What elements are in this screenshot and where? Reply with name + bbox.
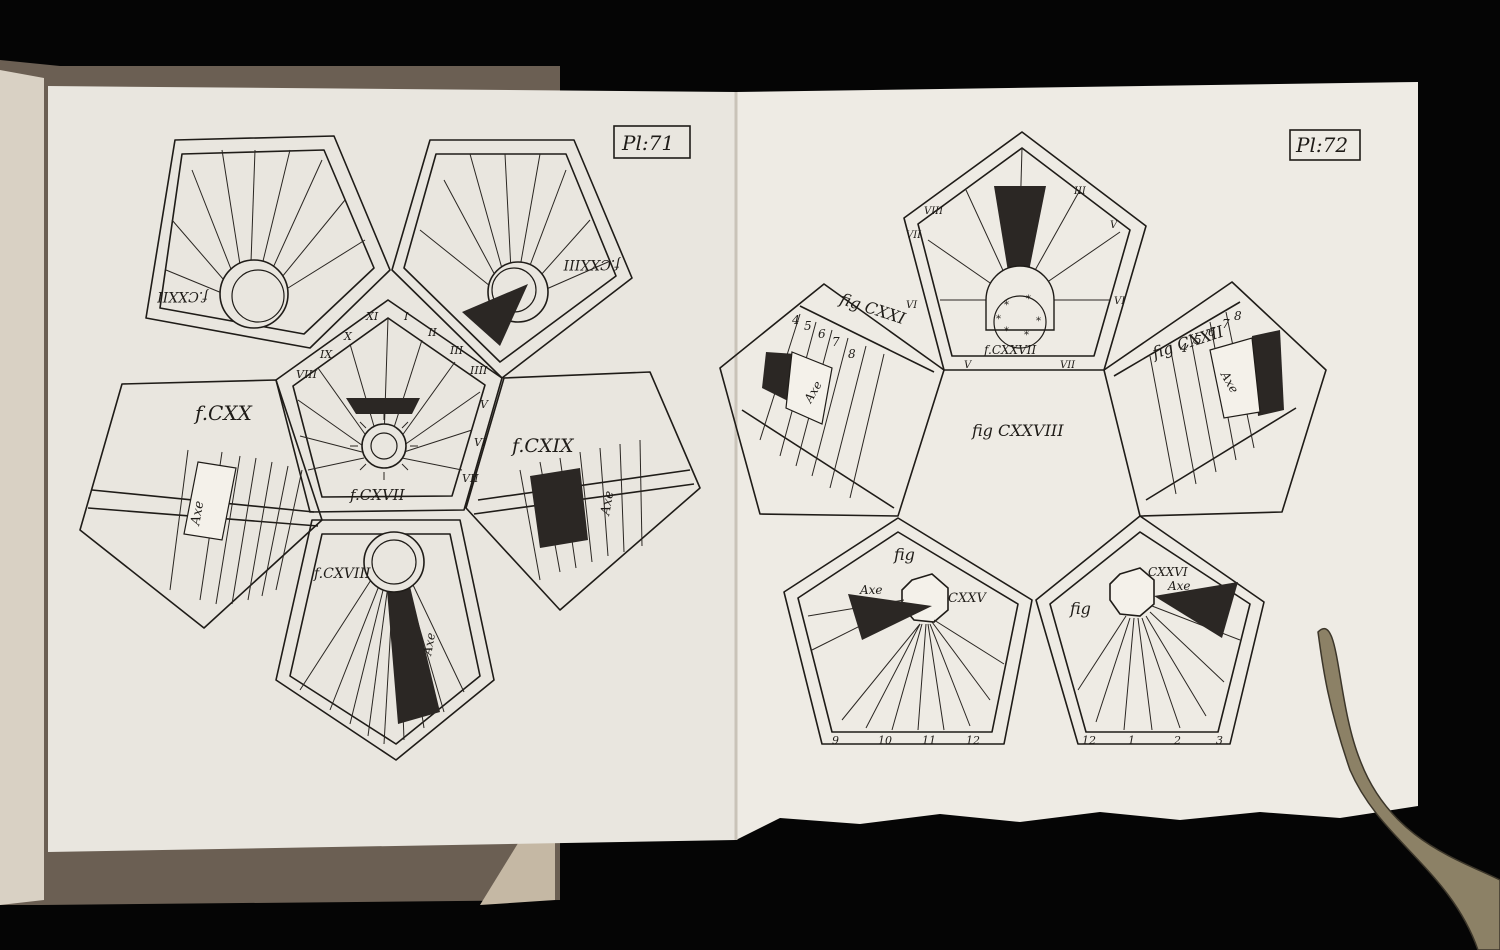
figure-cxxv-label-fig: fig bbox=[893, 545, 915, 564]
numeral: 4 bbox=[791, 313, 800, 327]
figure-cxx-dial: f.CXX Axe bbox=[79, 379, 323, 629]
numeral: 9 bbox=[832, 734, 839, 747]
svg-text:*: * bbox=[1004, 326, 1009, 337]
figure-cxxvi-axis: Axe bbox=[1167, 579, 1191, 593]
figure-cxxiii-dial: f.CXXIII bbox=[391, 139, 633, 379]
figure-cxxii-top-label: f.CXXII bbox=[157, 288, 209, 304]
lower-page-stack bbox=[480, 840, 555, 905]
numeral: V bbox=[480, 398, 489, 411]
numeral: IX bbox=[319, 348, 333, 361]
numeral: VII bbox=[906, 230, 922, 241]
figure-cxix-dial: f.CXIX Axe bbox=[465, 371, 701, 611]
figure-cxx-axis: Axe bbox=[188, 499, 207, 527]
figure-cxxvii-dial: *** *** f.CXXVII VIII VII VI V III V VI … bbox=[903, 131, 1147, 371]
numeral: VIII bbox=[296, 368, 318, 381]
numeral: 10 bbox=[878, 734, 892, 747]
numeral: V bbox=[964, 360, 973, 371]
plate-label-left: Pl:71 bbox=[621, 131, 674, 155]
numeral: VI bbox=[474, 436, 487, 449]
page-holder-weight bbox=[1317, 628, 1500, 950]
numeral: 8 bbox=[1234, 309, 1242, 323]
plate-label-right-box bbox=[1289, 129, 1361, 161]
figure-cxviii-dial: f.CXVIII Axe bbox=[275, 519, 495, 761]
numeral: IIII bbox=[469, 364, 488, 377]
figure-cxvii-label: f.CXVII bbox=[349, 486, 406, 504]
figure-cxxviii-label: fig CXXVIII bbox=[971, 421, 1064, 440]
numeral: 1 bbox=[1128, 734, 1135, 747]
numeral: 6 bbox=[818, 327, 826, 341]
figure-cxxii-top-dial: f.CXXII bbox=[145, 135, 391, 349]
figure-cxxv-dial: fig CXXV Axe 9 10 11 12 bbox=[783, 517, 1033, 747]
svg-text:*: * bbox=[1026, 294, 1031, 305]
numeral: VII bbox=[462, 472, 479, 485]
numeral: 5 bbox=[1194, 333, 1202, 347]
left-page bbox=[48, 86, 736, 852]
figure-cxviii-label: f.CXVIII bbox=[313, 566, 371, 582]
numeral: VIII bbox=[924, 206, 944, 217]
svg-text:*: * bbox=[1036, 316, 1041, 327]
numeral: 6 bbox=[1208, 325, 1216, 339]
svg-text:*: * bbox=[1024, 330, 1029, 341]
plate-label-left-box bbox=[613, 125, 691, 159]
figure-cxix-label: f.CXIX bbox=[510, 435, 575, 457]
numeral: 11 bbox=[922, 734, 936, 747]
numeral: 7 bbox=[1222, 317, 1230, 331]
numeral: 4 bbox=[1179, 341, 1188, 355]
numeral: II bbox=[427, 326, 437, 339]
numeral: I bbox=[403, 310, 409, 323]
figure-cxxvii-label: f.CXXVII bbox=[983, 343, 1037, 357]
numeral: X bbox=[343, 330, 353, 343]
page-edges bbox=[0, 70, 44, 905]
figure-cxxiii-label: f.CXXIII bbox=[563, 256, 621, 272]
numeral: 5 bbox=[804, 319, 812, 333]
svg-text:*: * bbox=[1004, 300, 1009, 311]
figure-cxxvi-label-num: CXXVI bbox=[1148, 565, 1188, 579]
figure-cxxvi-dial: fig CXXVI Axe 12 1 2 3 bbox=[1035, 515, 1265, 747]
figure-cxxii-dial: fig CXXII Axe 4 5 6 7 8 bbox=[1103, 281, 1327, 517]
numeral: 12 bbox=[966, 734, 980, 747]
figure-cxxv-label-num: CXXV bbox=[948, 591, 987, 606]
numeral: 3 bbox=[1216, 734, 1223, 747]
figure-cxviii-axis: Axe bbox=[420, 632, 438, 658]
numeral: V bbox=[1110, 220, 1119, 231]
figure-cxix-axis: Axe bbox=[598, 489, 617, 517]
numeral: 12 bbox=[1082, 734, 1096, 747]
numeral: III bbox=[449, 344, 464, 357]
plate-label-right: Pl:72 bbox=[1295, 133, 1348, 157]
figure-cxxv-axis: Axe bbox=[859, 583, 883, 597]
figure-cxxvi-label-fig: fig bbox=[1069, 599, 1091, 618]
numeral: VII bbox=[1060, 360, 1076, 371]
numeral: VI bbox=[906, 300, 918, 311]
numeral: 8 bbox=[848, 347, 856, 361]
numeral: III bbox=[1073, 186, 1087, 197]
figure-cxx-label: f.CXX bbox=[193, 401, 253, 425]
svg-text:*: * bbox=[996, 314, 1001, 325]
figure-cxvii-center-dial: f.CXVII bbox=[275, 299, 503, 513]
center-dial-hour-numerals: VIII IX X XI I II III IIII V VI VII bbox=[296, 310, 489, 485]
numeral: VI bbox=[1114, 296, 1126, 307]
numeral: 2 bbox=[1173, 734, 1181, 747]
numeral: 7 bbox=[832, 335, 840, 349]
numeral: XI bbox=[365, 310, 379, 323]
